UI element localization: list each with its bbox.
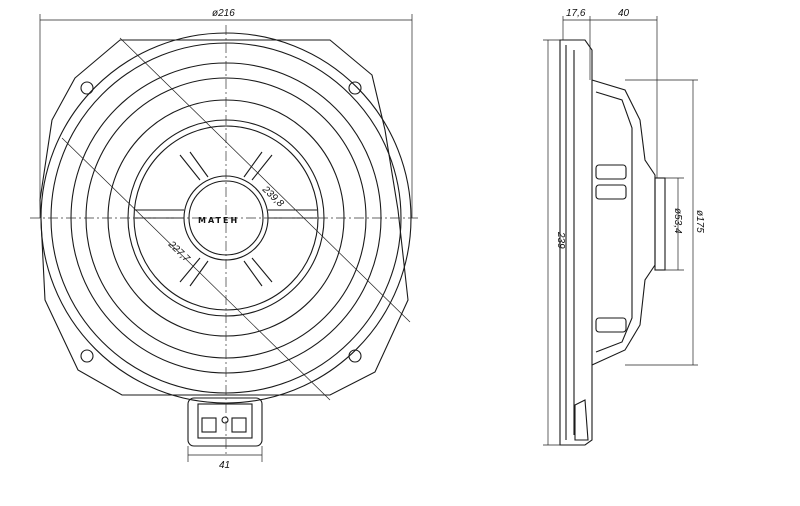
dim-terminal-width: 41 [219, 460, 230, 471]
mounting-hole-icon [80, 349, 94, 363]
dim-basket-diameter: ø175 [694, 210, 705, 233]
mounting-hole-icon [348, 81, 362, 95]
mounting-hole-icon [348, 349, 362, 363]
terminal-box [187, 397, 263, 447]
front-view: ø216 239,8 227,7 41 MATEH [30, 8, 420, 471]
side-view: 17,6 40 239 ø53,4 ø175 [543, 8, 705, 446]
diagonal-dim-line-outer [119, 37, 411, 323]
diagonal-dim-line-inner [61, 137, 331, 401]
magnet [654, 177, 666, 271]
brand-logo: MATEH [198, 216, 239, 225]
dim-magnet-diameter: ø53,4 [672, 208, 683, 234]
mounting-hole-icon [80, 81, 94, 95]
basket-profile [591, 79, 656, 366]
mounting-holes [80, 81, 362, 363]
dim-outer-diameter: ø216 [212, 8, 235, 19]
dim-basket-depth: 40 [618, 8, 630, 19]
side-terminal [574, 399, 589, 441]
dim-height: 239 [555, 231, 566, 249]
dim-flange-depth: 17,6 [566, 8, 586, 19]
